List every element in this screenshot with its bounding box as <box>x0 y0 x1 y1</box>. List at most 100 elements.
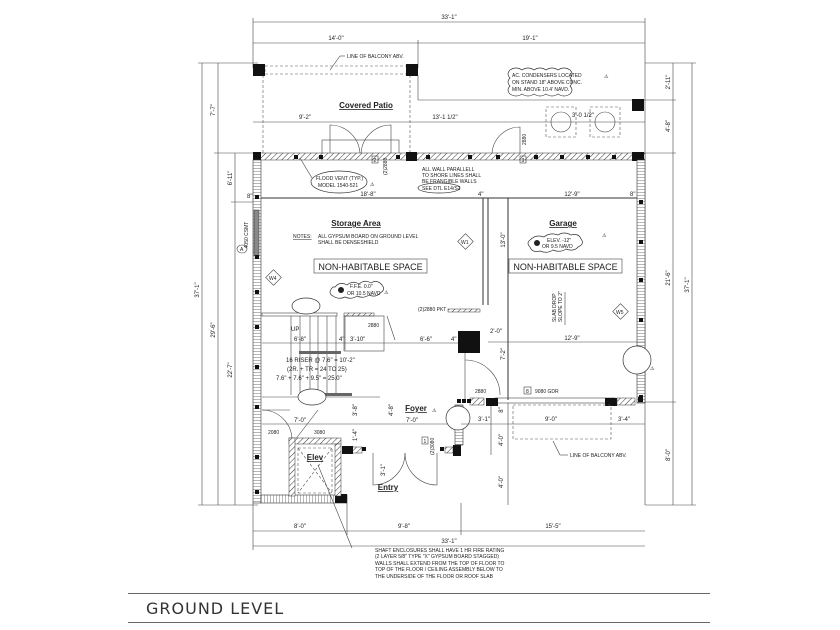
warning-triangle-icon: ⚠ <box>604 74 609 80</box>
dim-right-overall: 37'-1" <box>685 277 691 292</box>
dim-hall-6-6: 6'-6" <box>420 337 432 343</box>
dim-bottom-overall: 33'-1" <box>441 539 456 545</box>
wall-tag-w1-label: W1 <box>461 240 469 246</box>
frangible-note-line3: BE FRANGIBLE WALLS <box>422 179 477 185</box>
dim-stair-3-10: 3'-10" <box>350 337 365 343</box>
garage-elev-line1: ELEV. -12" <box>547 238 571 244</box>
shaft-note-line1: SHAFT ENCLOSURES SHALL HAVE 1 HR FIRE RA… <box>375 548 504 554</box>
left-dimensions: 37'-1" 7'-7" 29'-6" 6'-11" 22'-7" <box>195 62 258 506</box>
dim-hall-2-0: 2'-0" <box>490 329 502 335</box>
non-habitable-box-2 <box>508 258 623 274</box>
patio-door-left <box>329 124 361 156</box>
balcony-line-top-label: LINE OF BALCONY ABV. <box>347 54 404 60</box>
room-label-garage: Garage <box>549 219 577 228</box>
tag-2: 2 <box>374 158 377 164</box>
entry-door-left <box>372 452 406 486</box>
dim-foyer-left: 7'-0" <box>294 418 306 424</box>
non-habitable-label-1: NON-HABITABLE SPACE <box>318 262 422 272</box>
tag-1: 1 <box>424 439 427 445</box>
wall-tag-w1 <box>457 233 474 250</box>
stair-formula-line3: 7.6" + 7.6" + 9.5" = 25.0" <box>276 376 342 382</box>
hall-foyer: 6'-6" 4" 2'-0" 7'-2" 2880 Foyer ⚠ 7'-0" … <box>262 329 507 492</box>
mechanical-chase <box>458 331 480 353</box>
dim-patio-left: 9'-2" <box>299 115 311 121</box>
dim-right-upper: 4'-8" <box>666 120 672 132</box>
door-2-2880-label: (2)2880 <box>383 158 389 175</box>
dim-hall-4: 4" <box>451 337 456 343</box>
flood-vent-line1: FLOOD VENT (TYP.) <box>316 176 363 182</box>
elevator: 2080 3080 Elev <box>261 409 353 549</box>
dim-garage-offset: 8" <box>630 192 635 198</box>
dim-top-overall: 33'-1" <box>441 15 456 21</box>
stair-up-label: UP <box>291 327 299 333</box>
notes-heading: NOTES: <box>293 234 312 240</box>
dim-top-right: 19'-1" <box>522 36 537 42</box>
dim-right-top: 2'-11" <box>666 75 672 90</box>
dim-top-left: 14'-0" <box>328 36 343 42</box>
non-habitable-box-1 <box>313 258 428 274</box>
garage-elev-line2: OR 9.5 NAVD <box>542 244 573 250</box>
dim-stair-6-8: 6'-8" <box>294 337 306 343</box>
dim-storage-width: 18'-8" <box>360 192 375 198</box>
dim-stair-4: 4" <box>339 337 344 343</box>
frangible-note-line4: SEE DTL E14/S2 <box>422 186 461 192</box>
warning-triangle-icon: ⚠ <box>602 233 607 239</box>
bottom-dimensions: 8'-0" 9'-8" 15'-5" 33'-1" <box>252 503 645 550</box>
room-label-foyer: Foyer <box>405 404 427 413</box>
balcony-line-bottom-label: LINE OF BALCONY ABV. <box>570 453 627 459</box>
dim-left-inner-lower: 22'-7" <box>228 362 234 377</box>
shaft-note-line4: TOP OF THE FLOOR / CEILING ASSEMBLY BELO… <box>375 567 503 573</box>
stairs: UP 6'-8" 4" 3'-10" 16 RISER @ 7.6" = 10'… <box>261 297 480 406</box>
notes-line2: SHALL BE DENSESHIELD <box>318 240 379 246</box>
tag-8: 8 <box>526 389 529 395</box>
slab-drop-line2: SLOPE TO 2" <box>558 291 564 322</box>
frangible-note-line2: TO SHORE LINES SHALL <box>422 173 481 179</box>
dim-storage-wall: 4" <box>478 192 483 198</box>
dim-elev-gap-a: 3'-8" <box>353 404 359 416</box>
stair-formula-line2: (2R. + TR = 24 TO 25) <box>287 367 347 373</box>
covered-patio: LINE OF BALCONY ABV. Covered Patio 9'-2"… <box>253 54 645 156</box>
shaft-enclosure-note: SHAFT ENCLOSURES SHALL HAVE 1 HR FIRE RA… <box>375 548 504 580</box>
ac-unit-right <box>589 106 621 138</box>
garage-door-label: 9080 GDR <box>535 389 559 395</box>
dim-left-upper: 7'-7" <box>211 104 217 116</box>
dim-hall-7-2: 7'-2" <box>501 348 507 360</box>
dim-bottom-right: 15'-5" <box>545 524 560 530</box>
dim-garage-depth: 13'-0" <box>501 232 507 247</box>
door-2080-label: 2080 <box>268 430 279 436</box>
room-label-elev: Elev <box>307 453 324 462</box>
ac-condensers: AC. CONDENSERS LOCATED ON STAND 18" ABOV… <box>417 67 645 156</box>
dim-front-4-0a: 4'-0" <box>499 434 505 446</box>
window-tag-a: A <box>240 247 244 253</box>
dim-ac-spacing: 3'-0 1/2" <box>572 113 594 119</box>
dim-garage-door-r: 3'-4" <box>618 417 630 423</box>
ffe-line1: F.F.E. 0.0" <box>350 284 373 290</box>
dim-left-inner-upper: 6'-11" <box>228 171 234 186</box>
warning-triangle-icon: ⚠ <box>432 408 437 414</box>
dim-foyer-right: 7'-0" <box>406 418 418 424</box>
garage: Garage ELEV. -12" OR 9.5 NAVD ⚠ NON-HABI… <box>488 219 655 375</box>
dim-patio-right: 13'-1 1/2" <box>432 115 457 121</box>
dim-left-mid: 29'-6" <box>211 322 217 337</box>
dim-left-overall: 37'-1" <box>195 282 201 297</box>
room-label-patio: Covered Patio <box>339 101 393 110</box>
top-dimensions: 33'-1" 14'-0" 19'-1" <box>252 15 646 505</box>
pkt-door-label: (2)2880 PKT <box>418 307 446 313</box>
dim-foyer-depth: 4'-8" <box>389 404 395 416</box>
frangible-note-line1: ALL WALL PARALLELL <box>422 167 475 173</box>
window-tag: 4050 CSMT A 8" <box>236 194 252 254</box>
storage-area: Storage Area NOTES: ALL GYPSUM BOARD ON … <box>265 219 481 313</box>
drawing-title: GROUND LEVEL <box>146 599 285 618</box>
tag-3: 3 <box>522 158 525 164</box>
door-3080-label: 3080 <box>314 430 325 436</box>
non-habitable-label-2: NON-HABITABLE SPACE <box>513 262 617 272</box>
warning-triangle-icon: ⚠ <box>650 366 655 372</box>
warning-triangle-icon: ⚠ <box>384 290 389 296</box>
dim-right-lower: 8'-0" <box>666 449 672 461</box>
shaft-note-line3: WALLS SHALL EXTEND FROM THE TOP OF FLOOR… <box>375 561 504 567</box>
notes-line1: ALL GYPSUM BOARD ON GROUND LEVEL <box>318 234 419 240</box>
wall-tag-w5 <box>612 303 629 320</box>
dim-bottom-left: 8'-0" <box>294 524 306 530</box>
shaft-note-line5: THE UNDERSIDE OF THE FLOOR OR ROOF SLAB <box>375 574 494 580</box>
